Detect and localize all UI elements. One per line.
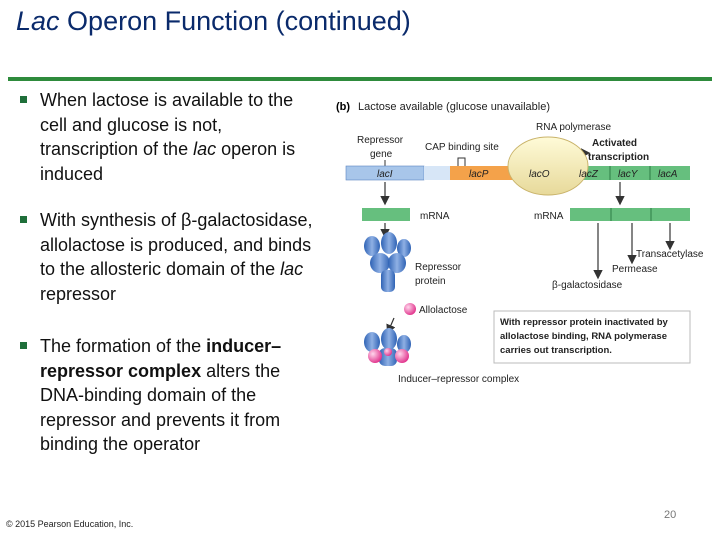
- repressor-gene-label: Repressor: [357, 135, 404, 146]
- complex-label: Inducer–repressor complex: [398, 374, 519, 385]
- panel-tag: (b): [336, 101, 350, 113]
- laci-label: lacI: [377, 169, 393, 180]
- bullet-marker: [20, 216, 27, 223]
- permease-label: Permease: [612, 264, 658, 275]
- repressor-label: Repressor: [415, 262, 462, 273]
- title-italic: Lac: [16, 6, 60, 36]
- mrna-right-label: mRNA: [534, 211, 564, 222]
- info-line-2: allolactose binding, RNA polymerase: [500, 331, 667, 342]
- repressor-protein-icon: [364, 232, 411, 292]
- repressor-gene-label-2: gene: [370, 149, 393, 160]
- cap-site-bracket: [457, 157, 466, 166]
- laco-label: lacO: [529, 169, 550, 180]
- copyright: © 2015 Pearson Education, Inc.: [6, 519, 134, 529]
- allolactose-label: Allolactose: [419, 305, 468, 316]
- bullet-2: With synthesis of β-galactosidase, allol…: [18, 208, 318, 306]
- repressor-label-2: protein: [415, 276, 446, 287]
- activated-label: Activated: [592, 138, 637, 149]
- allolactose-icon: [404, 303, 416, 315]
- bgal-label: β-galactosidase: [552, 280, 623, 291]
- bullet-marker: [20, 342, 27, 349]
- bullet-3: The formation of the inducer–repressor c…: [18, 334, 318, 457]
- info-line-1: With repressor protein inactivated by: [500, 317, 669, 328]
- info-line-3: carries out transcription.: [500, 345, 612, 356]
- inducer-repressor-complex-icon: [364, 328, 411, 366]
- transacetylase-label: Transacetylase: [636, 249, 704, 260]
- page-number: 20: [664, 509, 677, 521]
- gene-lacy: [610, 166, 650, 180]
- bullet-1: When lactose is available to the cell an…: [18, 88, 318, 186]
- mrna-repressor: [362, 208, 410, 221]
- title-divider: [8, 77, 712, 81]
- rna-polymerase-label: RNA polymerase: [536, 122, 611, 133]
- gene-laca: [650, 166, 690, 180]
- panel-title: Lactose available (glucose unavailable): [358, 101, 550, 113]
- bullet-marker: [20, 96, 27, 103]
- rna-polymerase: [507, 136, 589, 196]
- title-rest: Operon Function (continued): [59, 6, 411, 36]
- mrna-operon: [570, 208, 690, 221]
- gene-lacp: [450, 166, 512, 180]
- cap-site-label: CAP binding site: [425, 142, 499, 153]
- lacy-label: lacY: [618, 169, 639, 180]
- mrna-left-label: mRNA: [420, 211, 450, 222]
- activated-label-2: transcription: [588, 152, 649, 163]
- bullet-list: When lactose is available to the cell an…: [18, 88, 318, 457]
- lacp-label: lacP: [469, 169, 489, 180]
- lacz-label: lacZ: [579, 169, 599, 180]
- info-box: [493, 310, 691, 364]
- slide-title: Lac Operon Function (continued): [16, 6, 411, 37]
- spacer: [424, 166, 450, 180]
- laca-label: lacA: [658, 169, 678, 180]
